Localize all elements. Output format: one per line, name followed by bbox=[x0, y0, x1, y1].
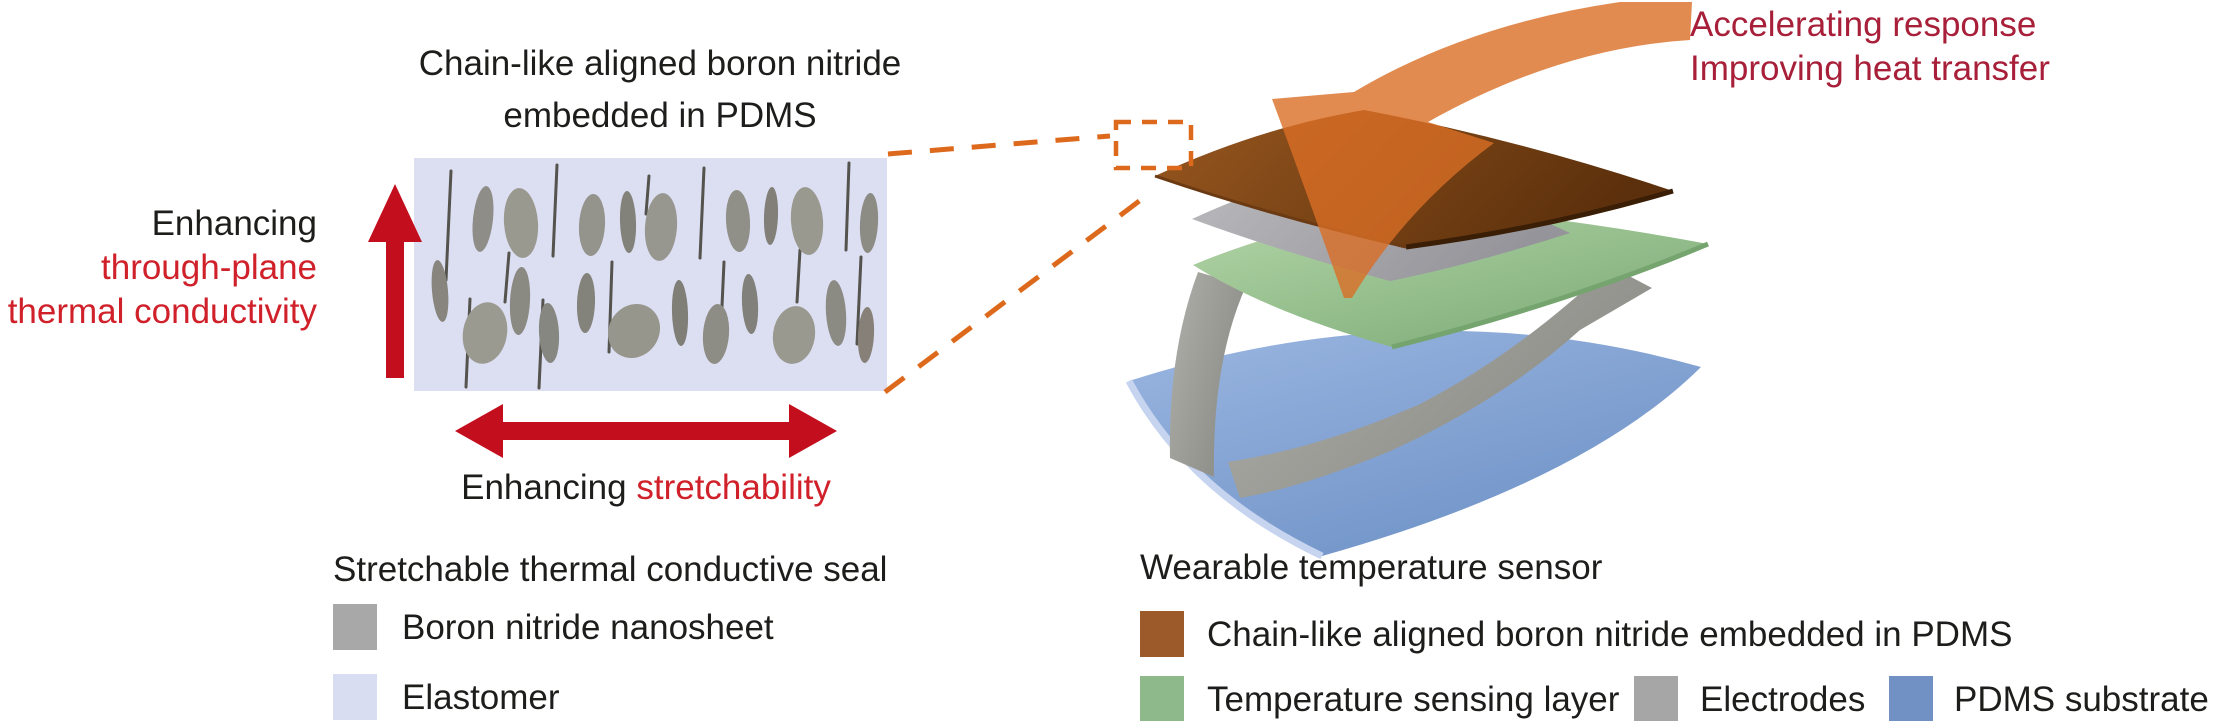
zoom-dashed-line-top bbox=[887, 133, 1111, 157]
legend-label-bn-pdms: Chain-like aligned boron nitride embedde… bbox=[1207, 615, 2013, 654]
stretchability-annotation-black: Enhancing bbox=[461, 468, 627, 507]
zoom-dashed-rect bbox=[1113, 119, 1194, 171]
stretchability-annotation-red: stretchability bbox=[636, 468, 831, 507]
legend-swatch-sensing-layer bbox=[1140, 676, 1184, 721]
electrode-strip-long bbox=[1228, 266, 1652, 498]
heat-annotation: Accelerating response Improving heat tra… bbox=[1690, 3, 2050, 91]
legend-label-sensing-layer: Temperature sensing layer bbox=[1207, 680, 1620, 719]
legend-label-boron-nitride-nanosheet: Boron nitride nanosheet bbox=[402, 608, 774, 647]
left-panel-title: Chain-like aligned boron nitride embedde… bbox=[360, 38, 960, 142]
legend-label-pdms-substrate: PDMS substrate bbox=[1954, 680, 2209, 719]
through-plane-arrow bbox=[368, 184, 422, 378]
zoom-callout bbox=[883, 119, 1194, 394]
left-panel-title-line2: embedded in PDMS bbox=[503, 96, 817, 135]
legend-swatch-boron-nitride-nanosheet bbox=[333, 604, 377, 650]
electrode-strip-left bbox=[1169, 272, 1246, 477]
zoom-dashed-line-bottom bbox=[883, 194, 1148, 394]
heat-flow-arrow bbox=[1272, 2, 1692, 298]
pdms-substrate-layer bbox=[1129, 330, 1701, 556]
legend-swatch-pdms-substrate bbox=[1889, 676, 1933, 721]
legend-swatch-elastomer bbox=[333, 674, 377, 720]
heat-annotation-line1: Accelerating response bbox=[1690, 5, 2037, 44]
left-panel-title-line1: Chain-like aligned boron nitride bbox=[418, 44, 902, 83]
legend-swatch-bn-pdms bbox=[1140, 611, 1184, 657]
through-plane-annotation-line3: thermal conductivity bbox=[7, 292, 317, 331]
through-plane-annotation-line2: through-plane bbox=[101, 248, 317, 287]
through-plane-annotation-line1: Enhancing bbox=[151, 204, 317, 243]
legend-left-heading: Stretchable thermal conductive seal bbox=[333, 550, 888, 589]
bn-filler-pattern bbox=[431, 161, 879, 390]
legend-label-electrodes: Electrodes bbox=[1700, 680, 1866, 719]
through-plane-annotation: Enhancing through-plane thermal conducti… bbox=[0, 202, 317, 334]
heat-annotation-line2: Improving heat transfer bbox=[1690, 49, 2050, 88]
stretchability-arrow bbox=[455, 404, 837, 458]
legend-label-elastomer: Elastomer bbox=[402, 678, 560, 717]
legend-right-heading: Wearable temperature sensor bbox=[1140, 548, 1603, 587]
legend-swatch-electrodes bbox=[1634, 676, 1678, 721]
